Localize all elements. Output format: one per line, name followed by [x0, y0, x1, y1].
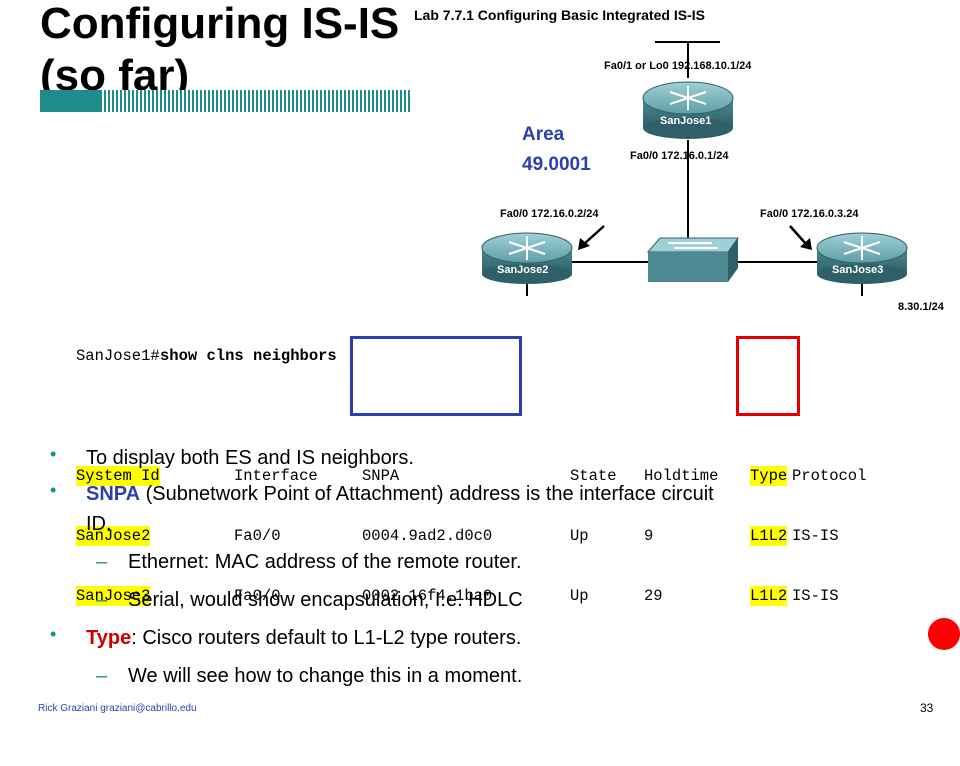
router-sanjose2: [481, 232, 573, 284]
cli-command-line: SanJose1# show clns neighbors: [76, 346, 337, 366]
snpa-term: SNPA: [86, 483, 141, 505]
cell-protocol: IS-IS: [792, 527, 839, 545]
header-system-id: System Id: [76, 466, 160, 486]
title-underline-solid: [40, 90, 100, 112]
slide-title: Configuring IS-IS (so far): [40, 0, 399, 102]
router-sanjose1: [642, 81, 734, 139]
type-term: Type: [86, 627, 132, 649]
arrow-to-sanjose2: [578, 225, 605, 250]
cell-interface: Fa0/0: [234, 587, 281, 605]
bullet-snpa: SNPA (Subnetwork Point of Attachment) ad…: [86, 480, 714, 508]
bullet-snpa-continued: ID.: [86, 513, 112, 535]
dash-marker: –: [96, 551, 108, 573]
sanjose2-name-label: SanJose2: [497, 264, 549, 276]
header-state: State: [570, 467, 617, 485]
ethernet-switch: [646, 237, 739, 282]
area-label-line1: Area: [522, 124, 565, 145]
cli-header-row: System Id Interface SNPA State Holdtime …: [76, 466, 866, 486]
cli-neighbor-row: SanJose2 Fa0/0 0004.9ad2.d0c0 Up 9 L1L2 …: [76, 526, 839, 546]
snpa-highlight-box: [350, 336, 522, 416]
sanjose2-fa00-label: Fa0/0 172.16.0.2/24: [500, 208, 599, 220]
snpa-description: (Subnetwork Point of Attachment) address…: [140, 483, 714, 505]
area-label-line2: 49.0001: [522, 154, 591, 175]
area-label: Area 49.0001: [522, 120, 591, 180]
header-holdtime: Holdtime: [644, 467, 719, 485]
cell-system-id: SanJose2: [76, 526, 151, 546]
sanjose1-uplink-interface-label: Fa0/1 or Lo0 192.168.10.1/24: [604, 60, 752, 72]
dash-marker: –: [96, 589, 108, 611]
cell-snpa: 0004.9ad2.d0c0: [362, 527, 493, 545]
header-interface: Interface: [234, 467, 318, 485]
bullet-type: Type: Cisco routers default to L1-L2 typ…: [86, 624, 521, 652]
header-type: Type: [750, 466, 788, 486]
footer-author: Rick Graziani graziani@cabrillo.edu: [38, 703, 197, 714]
cell-type: L1L2: [750, 526, 788, 546]
figure-id-label: 8.30.1/24: [898, 301, 944, 313]
type-description: : Cisco routers default to L1-L2 type ro…: [131, 627, 522, 649]
lab-title: Lab 7.7.1 Configuring Basic Integrated I…: [414, 7, 705, 23]
cell-interface: Fa0/0: [234, 527, 281, 545]
slide-title-line1: Configuring IS-IS: [40, 0, 400, 48]
cell-type: L1L2: [750, 586, 788, 606]
sanjose1-fa00-label: Fa0/0 172.16.0.1/24: [630, 150, 729, 162]
header-protocol: Protocol: [792, 467, 867, 485]
cell-holdtime: 29: [644, 587, 663, 605]
title-underline-stripes: [100, 90, 410, 112]
cell-state: Up: [570, 587, 589, 605]
red-dot-marker: [928, 618, 960, 650]
bullet-es-is-neighbors: To display both ES and IS neighbors.: [86, 447, 414, 469]
sub-bullet-ethernet: Ethernet: MAC address of the remote rout…: [128, 551, 522, 573]
sub-bullet-change-type: We will see how to change this in a mome…: [128, 665, 523, 687]
header-snpa: SNPA: [362, 467, 400, 485]
cli-prompt: SanJose1#: [76, 347, 160, 365]
network-topology-diagram: [481, 41, 908, 296]
sanjose3-name-label: SanJose3: [832, 264, 884, 276]
arrow-to-sanjose3: [789, 225, 812, 250]
bullet-marker: •: [50, 480, 57, 500]
page-number: 33: [920, 701, 934, 715]
cell-holdtime: 9: [644, 527, 654, 545]
cell-snpa: 0002.16f4.1ba0: [362, 587, 493, 605]
type-highlight-box: [736, 336, 800, 416]
cli-neighbor-row: SanJose3 Fa0/0 0002.16f4.1ba0 Up 29 L1L2…: [76, 586, 839, 606]
cli-output: SanJose1# show clns neighbors System Id …: [76, 306, 866, 626]
cell-protocol: IS-IS: [792, 587, 839, 605]
bullet-marker: •: [50, 624, 57, 644]
cell-state: Up: [570, 527, 589, 545]
router-sanjose3: [816, 232, 908, 284]
cli-command: show clns neighbors: [160, 347, 337, 365]
dash-marker: –: [96, 665, 108, 687]
bullet-marker: •: [50, 444, 57, 464]
cli-blank-line: [76, 406, 113, 426]
sanjose1-name-label: SanJose1: [660, 115, 712, 127]
cell-system-id: SanJose3: [76, 586, 151, 606]
sanjose3-fa00-label: Fa0/0 172.16.0.3.24: [760, 208, 859, 220]
sub-bullet-serial: Serial, would show encapsulation, I.e. H…: [128, 589, 523, 611]
